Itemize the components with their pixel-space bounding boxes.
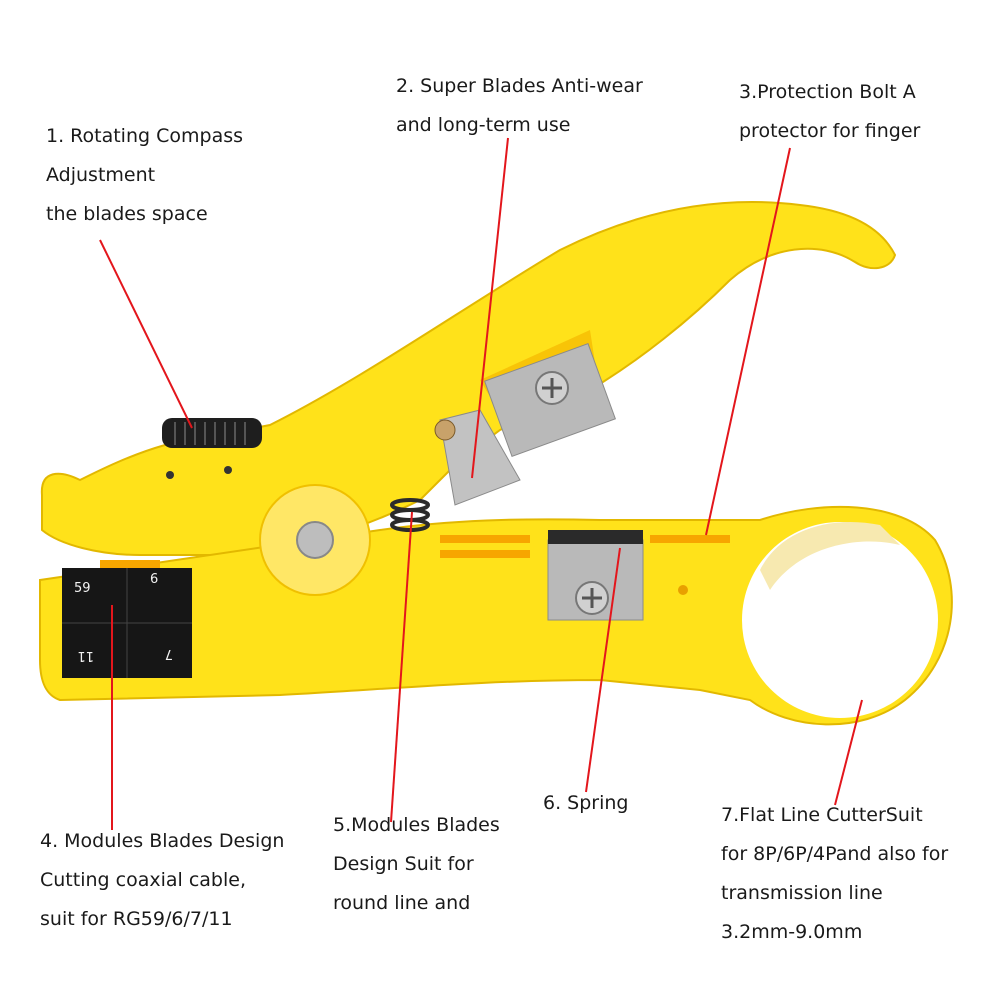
callout-3-line-2: protector for finger xyxy=(739,120,921,142)
module-number-59: 59 xyxy=(74,581,91,596)
callout-6-line-1: 6. Spring xyxy=(543,792,629,814)
callout-1-line-2: Adjustment xyxy=(46,164,156,186)
leader-7 xyxy=(834,699,863,806)
leader-2 xyxy=(471,137,509,479)
lower-blade xyxy=(547,530,644,621)
ring-inner-shade xyxy=(760,522,900,590)
callout-1-line-1: 1. Rotating Compass xyxy=(46,125,244,147)
callout-5-line-2: Design Suit for xyxy=(333,853,474,875)
callout-1-line-3: the blades space xyxy=(46,203,208,225)
callout-3-line-1: 3.Protection Bolt A xyxy=(739,81,916,103)
callout-1-rotating-compass: 1. Rotating Compass Adjustment the blade… xyxy=(46,117,243,234)
callout-7-line-1: 7.Flat Line CutterSuit xyxy=(721,804,923,826)
callout-5-line-3: round line and xyxy=(333,892,471,914)
callout-5-line-1: 5.Modules Blades xyxy=(333,814,500,836)
callout-3-protection-bolt: 3.Protection Bolt A protector for finger xyxy=(739,73,920,151)
module-number-7: 7 xyxy=(165,646,173,661)
callout-4-line-3: suit for RG59/6/7/11 xyxy=(40,908,233,930)
callout-5-modules-blades-round: 5.Modules Blades Design Suit for round l… xyxy=(333,806,500,923)
callout-2-line-1: 2. Super Blades Anti-wear xyxy=(396,75,643,97)
callout-7-line-3: transmission line xyxy=(721,882,883,904)
leader-6 xyxy=(585,547,621,793)
upper-blade xyxy=(434,342,617,506)
callout-7-line-2: for 8P/6P/4Pand also for xyxy=(721,843,949,865)
leader-lines xyxy=(99,137,863,830)
module-number-6: 6 xyxy=(150,572,158,587)
hinge-dot xyxy=(678,585,688,595)
callout-2-super-blades: 2. Super Blades Anti-wear and long-term … xyxy=(396,67,643,145)
leader-3 xyxy=(705,147,791,536)
callout-2-line-2: and long-term use xyxy=(396,114,571,136)
leader-1 xyxy=(99,239,193,429)
callout-7-line-4: 3.2mm-9.0mm xyxy=(721,921,863,943)
callout-4-line-2: Cutting coaxial cable, xyxy=(40,869,246,891)
callout-4-modules-blades: 4. Modules Blades Design Cutting coaxial… xyxy=(40,822,284,939)
module-number-11: 11 xyxy=(77,648,94,663)
callout-7-flat-line-cutter: 7.Flat Line CutterSuit for 8P/6P/4Pand a… xyxy=(721,796,948,952)
leader-5 xyxy=(390,511,413,823)
pivot-disc xyxy=(259,484,371,596)
blade-module: 59 6 11 7 xyxy=(62,568,192,678)
compass-knob xyxy=(162,418,262,479)
callout-4-line-1: 4. Modules Blades Design xyxy=(40,830,285,852)
upper-handle xyxy=(40,201,897,556)
finger-ring-hole xyxy=(742,522,938,718)
callout-6-spring: 6. Spring xyxy=(543,784,628,823)
